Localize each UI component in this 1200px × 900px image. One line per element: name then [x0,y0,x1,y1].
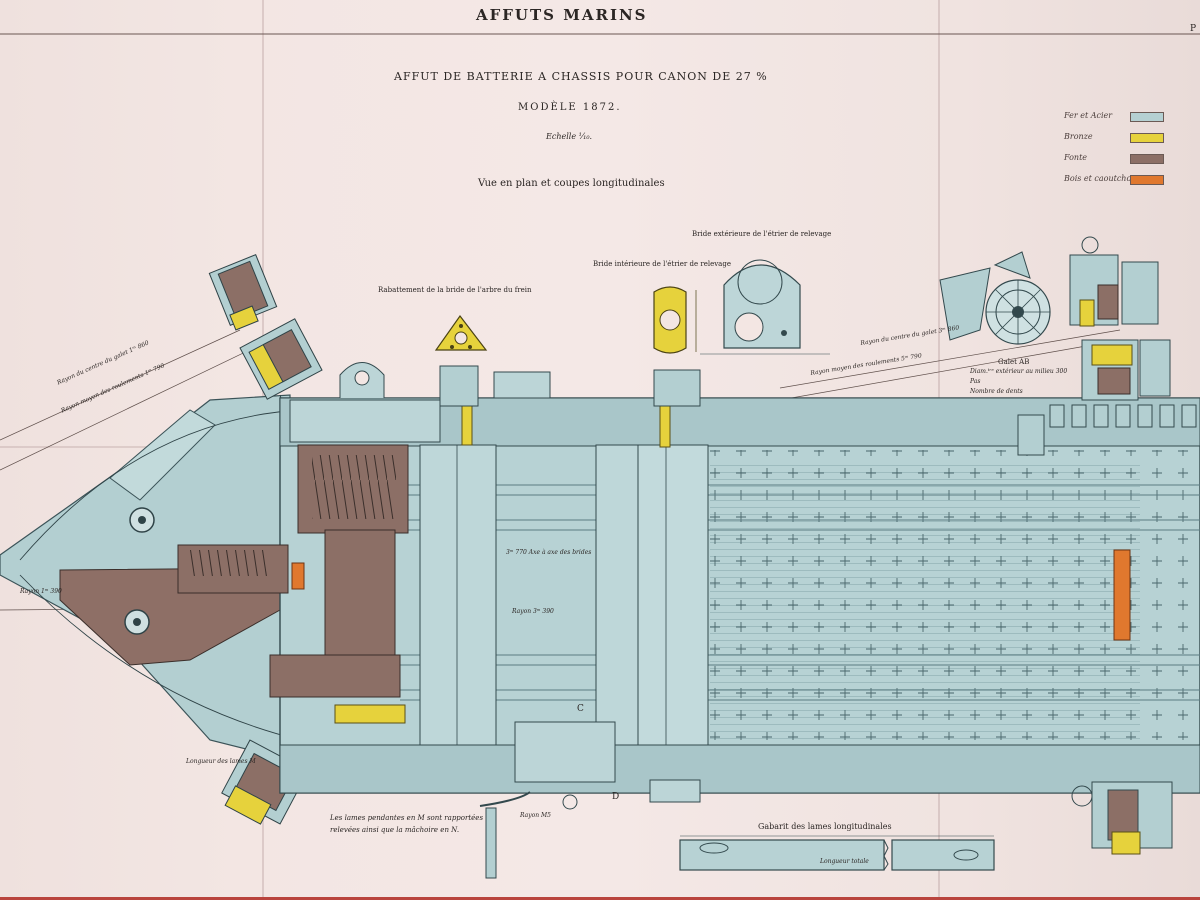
legend-label: Fonte [1064,153,1088,162]
galet-pitch: Pas [970,378,981,385]
legend-label: Bois et caoutchouc [1064,174,1141,183]
bottom-red-border [0,897,1200,900]
right-bracket-assembly [1069,236,1171,401]
sheet-corner-mark: P [1190,24,1197,34]
legend-swatch [1130,154,1164,164]
gabarit-length-label: Longueur totale [820,858,869,865]
scale-label: Echelle ⅟₁₀. [546,132,593,141]
galet-caption: Galet AB [998,358,1030,366]
model-year: MODÈLE 1872. [518,102,622,113]
legend-row: Bronze [1062,129,1198,150]
sheet-header: AFFUTS MARINS [476,6,648,24]
legend-label: Bronze [1064,132,1093,141]
galet-diameter: Diam.ᵗʳᵉ extérieur au milieu 300 [970,368,1068,375]
ray-label: Rayon M5 [520,812,551,819]
blade-template-gabarit [679,835,995,871]
brake-bride-caption: Rabattement de la bride de l'arbre du fr… [378,286,532,294]
blade-length-label: Longueur des lames M [186,758,256,765]
ray-label: Rayon 1ᵐ 390 [20,588,62,595]
blades-note-line-2: relevées ainsi que la mâchoire en N. [330,826,460,834]
legend-row: Fonte [1062,150,1198,171]
drawing-title: AFFUT DE BATTERIE A CHASSIS POUR CANON D… [394,70,768,83]
letter-d: D [612,792,620,802]
letter-c: C [577,704,584,714]
color-legend: Fer et Acier Bronze Fonte Bois et caoutc… [1062,108,1198,192]
inner-bride-caption: Bride intérieure de l'étrier de relevage [593,260,731,268]
galet-teeth: Nombre de dents [970,388,1023,395]
legend-row: Bois et caoutchouc [1062,171,1198,192]
legend-row: Fer et Acier [1062,108,1198,129]
roller-galet-detail [939,251,1051,345]
view-subtitle: Vue en plan et coupes longitudinales [478,178,665,189]
legend-swatch [1130,112,1164,122]
legend-swatch [1130,175,1164,185]
outer-bride-caption: Bride extérieure de l'étrier de relevage [692,230,832,238]
upper-left-bracket [208,254,323,400]
ray-label: Rayon 3ᵐ 390 [512,608,554,615]
chassis-frame [177,362,1200,879]
axis-distance-label: 3ᵐ 770 Axe à axe des brides [506,549,592,556]
inner-stirrup-bride-detail [653,286,701,407]
brake-shaft-bride-detail [434,314,488,407]
legend-label: Fer et Acier [1064,111,1113,120]
gabarit-caption: Gabarit des lames longitudinales [758,822,892,831]
blades-note-line-1: Les lames pendantes en M sont rapportées [330,814,484,822]
legend-swatch [1130,133,1164,143]
outer-stirrup-bride-detail [700,259,830,355]
